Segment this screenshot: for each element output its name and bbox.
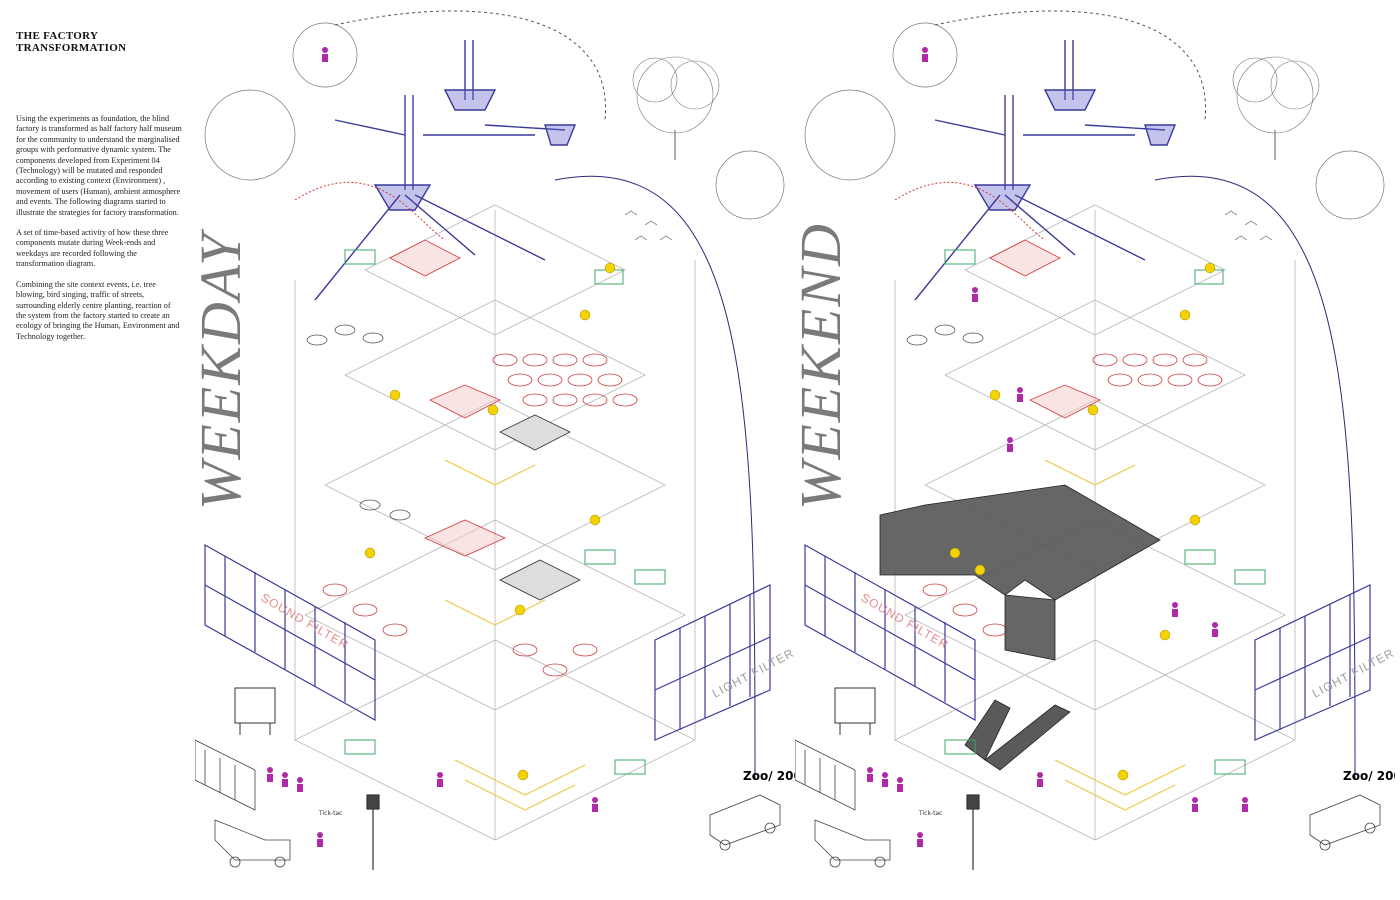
yellow-pipe-structures bbox=[1044, 459, 1186, 811]
page-title-line1: THE FACTORY bbox=[16, 30, 99, 42]
description-paragraph-2: A set of time-based activity of how thes… bbox=[16, 228, 169, 269]
traffic-sign-text: Tick-tac bbox=[318, 810, 342, 817]
traffic-light-icon bbox=[366, 794, 380, 870]
car-icon-left bbox=[814, 819, 891, 868]
signature: Zoo/ 2004 bbox=[743, 769, 795, 783]
description-paragraph-3: Combining the site context events, i.e. … bbox=[16, 279, 180, 341]
occupied-dark-ramp bbox=[964, 699, 1071, 771]
red-grid-platforms bbox=[989, 239, 1101, 419]
weekend-label: WEEKEND bbox=[795, 222, 853, 510]
crane-structure bbox=[314, 40, 577, 301]
car-icon-left bbox=[214, 819, 291, 868]
bus-icon bbox=[795, 739, 856, 811]
factory-floor-outlines bbox=[294, 204, 696, 841]
crane-structure bbox=[914, 40, 1177, 301]
weekday-label: WEEKDAY bbox=[195, 228, 253, 510]
yellow-status-icons bbox=[364, 262, 616, 781]
bus-shelter-icon bbox=[234, 687, 276, 735]
sound-filter-wall bbox=[204, 543, 376, 722]
traffic-light-icon bbox=[966, 794, 980, 870]
sound-filter-wall bbox=[804, 543, 976, 722]
red-grid-platforms bbox=[389, 239, 506, 557]
signature: Zoo/ 2004 bbox=[1343, 769, 1395, 783]
yellow-status-icons bbox=[949, 262, 1216, 781]
connection-arcs bbox=[294, 10, 756, 781]
light-filter-label: LIGHT FILTER bbox=[710, 646, 795, 701]
light-filter-wall bbox=[654, 584, 771, 741]
sound-filter-label: SOUND FILTER bbox=[859, 590, 952, 652]
weekday-diagram: WEEKDAY bbox=[195, 0, 795, 900]
description-text: Using the experiments as foundation, the… bbox=[16, 114, 182, 342]
tree-icon bbox=[632, 56, 720, 160]
green-furniture bbox=[344, 249, 666, 775]
weekend-diagram: WEEKEND bbox=[795, 0, 1395, 900]
context-callouts bbox=[204, 22, 785, 220]
red-circle-units bbox=[922, 353, 1223, 637]
tree-icon bbox=[1232, 56, 1320, 160]
dark-grid-platform bbox=[499, 414, 581, 601]
description-paragraph-1: Using the experiments as foundation, the… bbox=[16, 114, 182, 217]
bus-icon bbox=[195, 739, 256, 811]
car-icon-right bbox=[709, 794, 781, 851]
bird-icons bbox=[1224, 210, 1273, 241]
chair-icons bbox=[306, 324, 411, 521]
sound-filter-label: SOUND FILTER bbox=[259, 590, 352, 652]
bird-icons bbox=[624, 210, 673, 241]
human-figures bbox=[867, 47, 1248, 847]
traffic-sign-text: Tick-tac bbox=[918, 810, 942, 817]
chair-icons bbox=[906, 324, 984, 346]
car-icon-right bbox=[1309, 794, 1381, 851]
red-circle-units bbox=[322, 353, 638, 677]
weekday-axonometric-drawing: WEEKDAY bbox=[195, 10, 795, 870]
page-title-line2: TRANSFORMATION bbox=[16, 42, 127, 54]
bus-shelter-icon bbox=[834, 687, 876, 735]
light-filter-wall bbox=[1254, 584, 1371, 741]
light-filter-label: LIGHT FILTER bbox=[1310, 646, 1395, 701]
yellow-pipe-structures bbox=[444, 459, 586, 811]
occupied-dark-volume bbox=[879, 484, 1161, 661]
weekend-axonometric-drawing: WEEKEND bbox=[795, 10, 1395, 870]
context-callouts bbox=[804, 22, 1385, 220]
human-figures bbox=[267, 47, 598, 847]
description-sidebar: THE FACTORY TRANSFORMATION Using the exp… bbox=[16, 30, 182, 352]
connection-arcs bbox=[894, 10, 1356, 781]
